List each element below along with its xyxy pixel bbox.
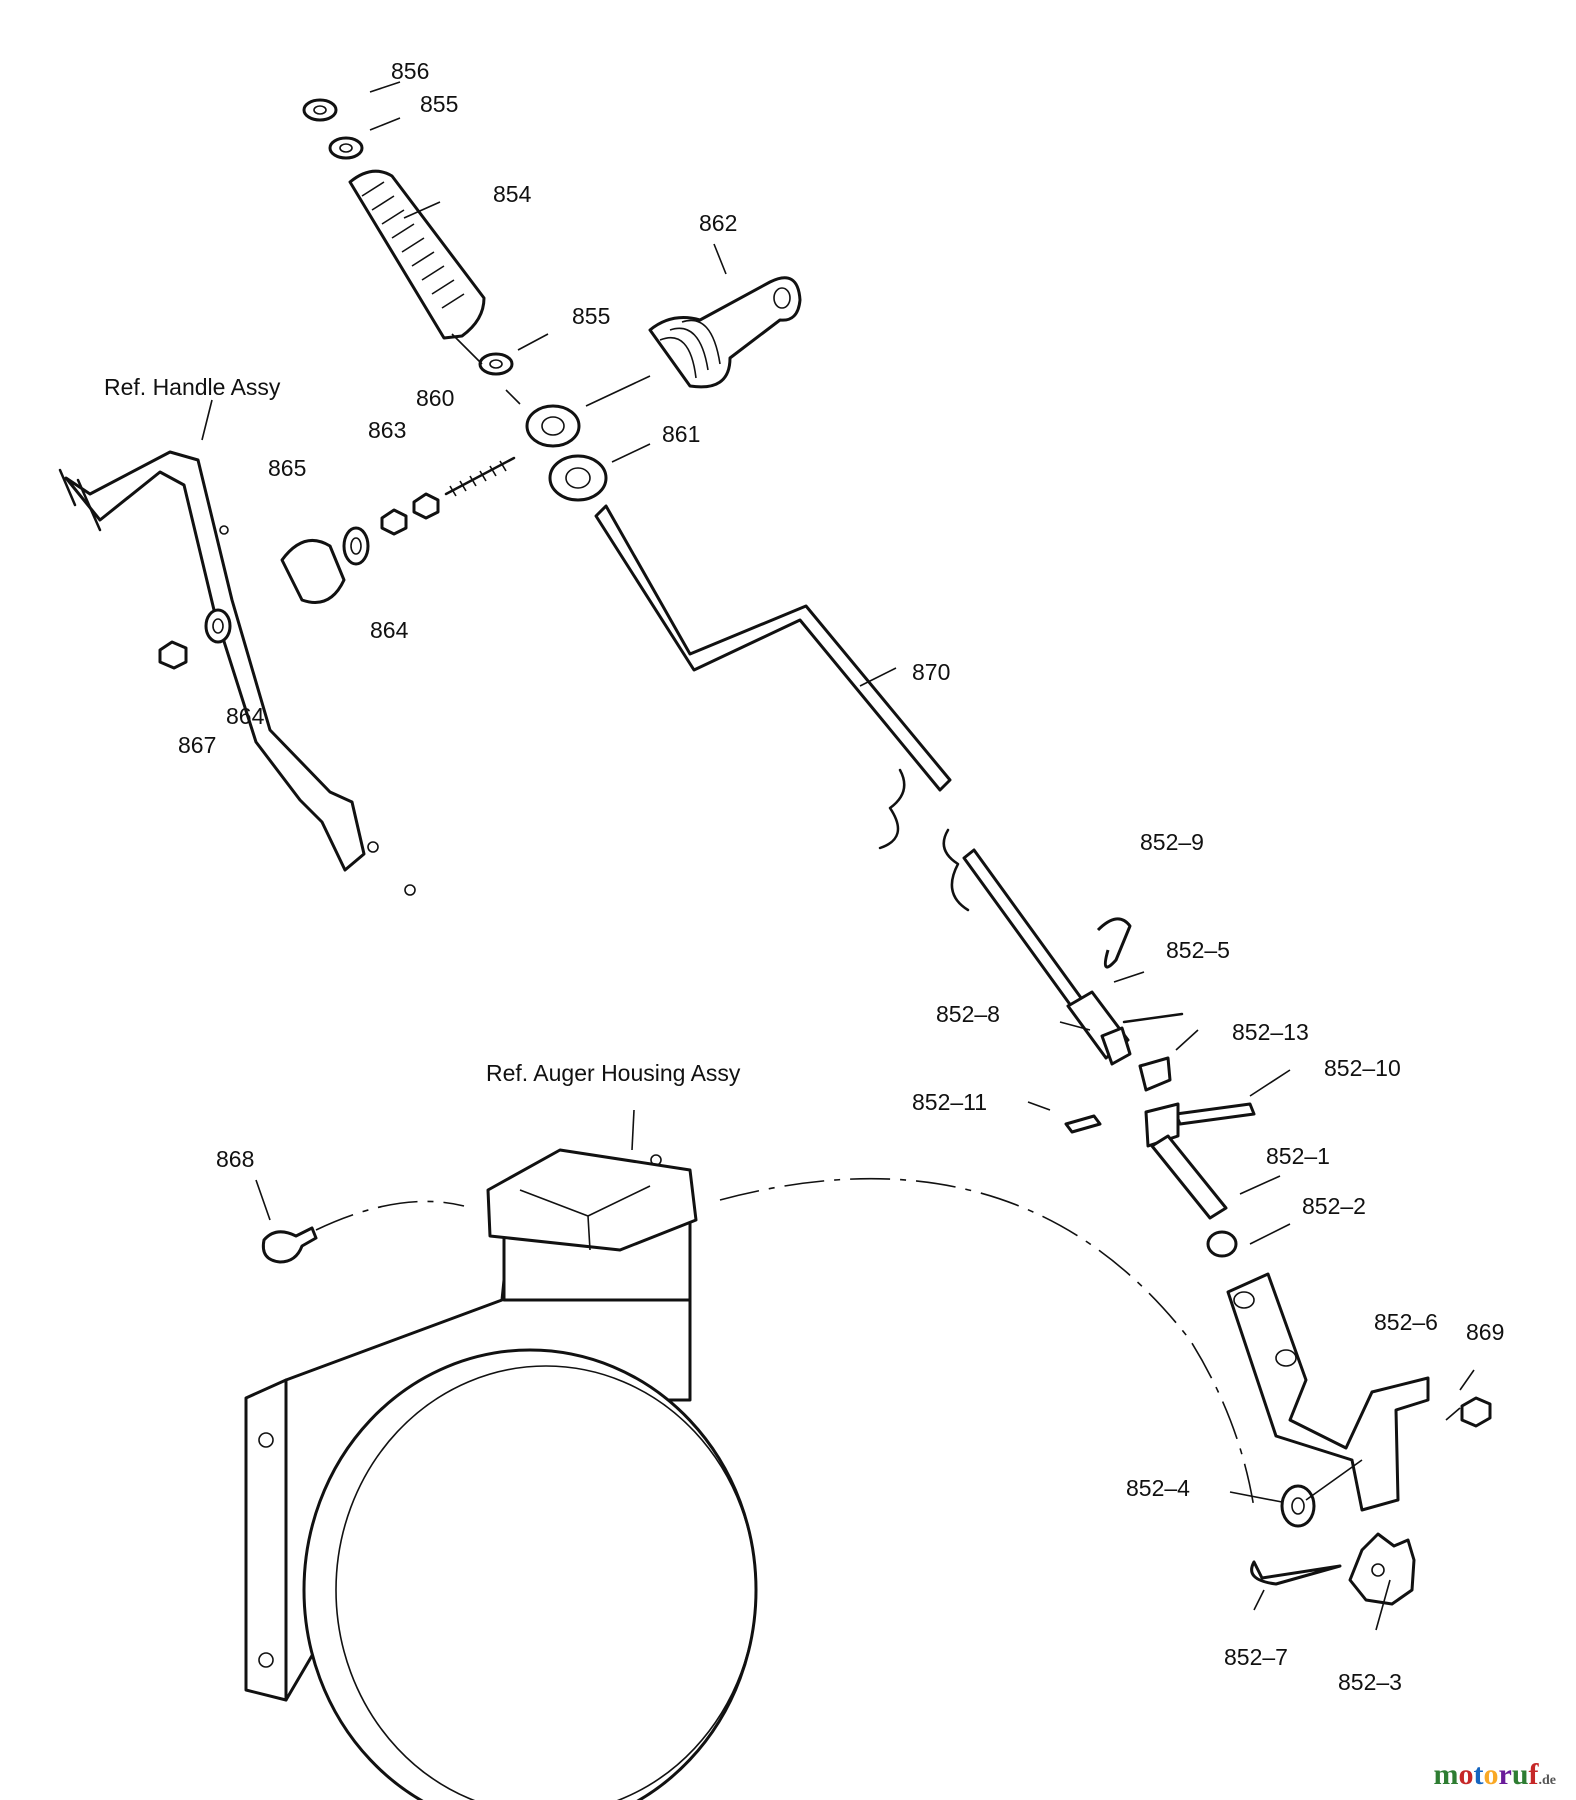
ref-auger-label: Ref. Auger Housing Assy <box>486 1060 741 1086</box>
part-label: 852–1 <box>1266 1143 1330 1169</box>
part-label: 852–11 <box>912 1089 987 1115</box>
wm-letter: o <box>1483 1758 1499 1791</box>
part-label: 855 <box>572 303 610 329</box>
wm-letter: o <box>1458 1758 1474 1791</box>
washer-864-upper <box>342 526 370 566</box>
part-label: 852–6 <box>1374 1309 1438 1335</box>
bolt-852-11 <box>1064 1114 1102 1134</box>
handle-hardware <box>158 492 440 670</box>
part-label: 852–9 <box>1140 829 1204 855</box>
part-label: 855 <box>420 91 458 117</box>
part-label: 852–10 <box>1324 1055 1401 1081</box>
part-label: 861 <box>662 421 700 447</box>
part-label: 865 <box>268 455 306 481</box>
part-label: 852–4 <box>1126 1475 1190 1501</box>
eyebolt-860 <box>444 404 581 497</box>
part-label: 868 <box>216 1146 254 1172</box>
part-label: 870 <box>912 659 950 685</box>
part-label: 863 <box>368 417 406 443</box>
part-label: 852–5 <box>1166 937 1230 963</box>
part-label: 852–2 <box>1302 1193 1366 1219</box>
part-label: 852–8 <box>936 1001 1000 1027</box>
part-label: 852–13 <box>1232 1019 1309 1045</box>
handle-mount-hole <box>404 884 416 896</box>
gear-852-3 <box>1348 1532 1416 1606</box>
pin-852-10 <box>1174 1102 1256 1126</box>
bracket-852-6 <box>1226 1272 1430 1512</box>
ref-handle-label: Ref. Handle Assy <box>104 374 281 400</box>
dashed-chute-arc <box>719 1177 1255 1509</box>
grip-854 <box>348 169 486 340</box>
washer-855-lower <box>478 352 514 376</box>
part-label: 867 <box>178 732 216 758</box>
wm-letter: f <box>1528 1758 1539 1791</box>
nut-863-a <box>380 508 408 536</box>
part-label: 852–3 <box>1338 1669 1402 1695</box>
guide-865 <box>280 538 346 604</box>
nut-863-b <box>412 492 440 520</box>
handle-bracket <box>58 450 416 896</box>
hairpin-852-9 <box>1096 917 1132 969</box>
grip-hardware <box>302 81 549 405</box>
dashed-leader <box>315 1200 465 1231</box>
wm-letter: m <box>1433 1758 1459 1791</box>
crank-knob-862 <box>585 243 802 407</box>
part-label: 869 <box>1466 1319 1504 1345</box>
wm-tld: .de <box>1538 1773 1557 1788</box>
nut-867 <box>158 640 188 670</box>
part-label: 854 <box>493 181 532 207</box>
washer-852-2 <box>1206 1230 1238 1258</box>
watermark-logo: motoruf.de <box>1433 1758 1556 1792</box>
carriage-bolt-868 <box>255 1179 318 1264</box>
handle-mount-hole <box>367 841 379 853</box>
block-852-13 <box>1138 1056 1172 1092</box>
crank-rod-870 <box>594 504 1086 1012</box>
washer-856 <box>302 98 338 122</box>
grommet-861 <box>548 443 651 502</box>
cotter-852-5 <box>1122 1012 1184 1024</box>
washer-852-4 <box>1280 1484 1316 1528</box>
nut-869 <box>1460 1396 1492 1428</box>
part-label: 852–7 <box>1224 1644 1288 1670</box>
shaft-852-1 <box>1150 1134 1228 1220</box>
washer-864-lower <box>204 608 232 644</box>
clip-852-7 <box>1250 1560 1342 1586</box>
auger-housing <box>244 1109 758 1800</box>
handle-hole <box>219 525 229 535</box>
washer-855-top <box>328 136 364 160</box>
part-label: 856 <box>391 58 429 84</box>
wm-letter: r <box>1498 1758 1512 1791</box>
wm-letter: t <box>1473 1758 1484 1791</box>
chute-clevis-assembly <box>1027 917 1291 1258</box>
part-label: 862 <box>699 210 737 236</box>
part-label: 864 <box>370 617 409 643</box>
wm-letter: u <box>1511 1758 1529 1791</box>
part-label: 860 <box>416 385 454 411</box>
chute-bracket-assembly <box>1226 1272 1492 1631</box>
part-label: 864 <box>226 703 265 729</box>
